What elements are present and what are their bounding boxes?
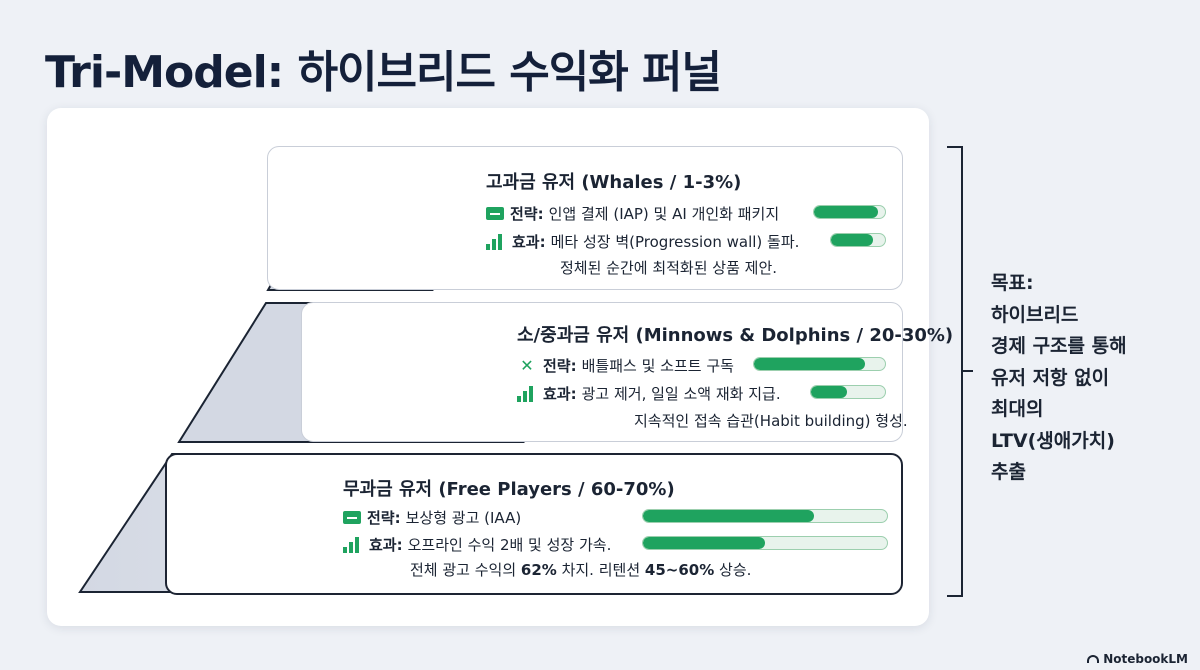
- strategy-label: 전략:: [543, 357, 577, 375]
- effect-detail-text: 차지. 리텐션: [556, 561, 645, 579]
- effect-meter: [830, 233, 886, 247]
- strategy-row: 전략: 보상형 광고 (IAA): [343, 507, 521, 528]
- effect-label: 효과:: [543, 385, 577, 403]
- strategy-text: 배틀패스 및 소프트 구독: [581, 357, 734, 375]
- effect-detail-text: 전체 광고 수익의: [410, 561, 521, 579]
- effect-detail-text: 상승.: [714, 561, 752, 579]
- effect-label: 효과:: [512, 233, 546, 251]
- effect-detail: 정체된 순간에 최적화된 상품 제안.: [560, 259, 778, 277]
- tier-title: 무과금 유저 (Free Players / 60-70%): [343, 479, 675, 500]
- effect-detail: 지속적인 접속 습관(Habit building) 형성.: [634, 412, 908, 430]
- effect-detail-highlight: 45~60%: [644, 561, 715, 579]
- goal-bracket-tick: [963, 370, 973, 372]
- goal-line: 목표:: [991, 272, 1034, 294]
- effect-row: 효과: 광고 제거, 일일 소액 재화 지급.: [517, 383, 781, 404]
- funnel-card: 고과금 유저 (Whales / 1-3%) 전략: 인앱 결제 (IAP) 및…: [47, 108, 953, 626]
- strategy-row: 전략: 인앱 결제 (IAP) 및 AI 개인화 패키지: [486, 203, 779, 224]
- goal-line: 하이브리드: [991, 303, 1079, 326]
- goal-line: 추출: [991, 461, 1026, 483]
- effect-text: 오프라인 수익 2배 및 성장 가속.: [407, 536, 612, 554]
- crossed-swords-icon: ✕: [520, 356, 534, 375]
- tier-title: 고과금 유저 (Whales / 1-3%): [486, 172, 742, 193]
- goal-line: 최대의: [991, 398, 1044, 420]
- effect-meter: [810, 385, 886, 399]
- strategy-label: 전략:: [367, 509, 401, 527]
- effect-row: 효과: 메타 성장 벽(Progression wall) 돌파.: [486, 231, 799, 252]
- goal-line: 유저 저항 없이: [991, 366, 1110, 389]
- strategy-text: 보상형 광고 (IAA): [405, 509, 522, 527]
- effect-detail-highlight: 62%: [520, 561, 557, 579]
- bar-chart-icon: [517, 385, 537, 402]
- strategy-row: ✕ 전략: 배틀패스 및 소프트 구독: [517, 355, 734, 376]
- goal-line: LTV(생애가치): [991, 429, 1115, 452]
- goal-bracket: [947, 146, 963, 597]
- tier-free-players: 무과금 유저 (Free Players / 60-70%) 전략: 보상형 광…: [165, 453, 903, 595]
- brand-label: NotebookLM: [1103, 652, 1188, 666]
- goal-line: 경제 구조를 통해: [991, 335, 1127, 357]
- strategy-meter: [753, 357, 886, 371]
- effect-row: 효과: 오프라인 수익 2배 및 성장 가속.: [343, 534, 611, 555]
- strategy-meter: [813, 205, 886, 219]
- goal-text: 목표: 하이브리드 경제 구조를 통해 유저 저항 없이 최대의 LTV(생애가…: [991, 268, 1181, 489]
- notebooklm-logo-icon: [1087, 655, 1100, 663]
- tier-title: 소/중과금 유저 (Minnows & Dolphins / 20-30%): [517, 325, 954, 346]
- tier-minnows-dolphins: 소/중과금 유저 (Minnows & Dolphins / 20-30%) ✕…: [301, 302, 953, 442]
- effect-text: 광고 제거, 일일 소액 재화 지급.: [581, 385, 781, 403]
- strategy-meter: [642, 509, 888, 523]
- tier-whales: 고과금 유저 (Whales / 1-3%) 전략: 인앱 결제 (IAP) 및…: [267, 146, 903, 290]
- page-title: Tri-Model: 하이브리드 수익화 퍼널: [45, 47, 722, 98]
- notebooklm-brand: NotebookLM: [1087, 652, 1188, 666]
- strategy-text: 인앱 결제 (IAP) 및 AI 개인화 패키지: [548, 205, 780, 223]
- strategy-label: 전략:: [510, 205, 544, 223]
- effect-text: 메타 성장 벽(Progression wall) 돌파.: [550, 233, 800, 251]
- effect-detail: 전체 광고 수익의 62% 차지. 리텐션 45~60% 상승.: [410, 559, 751, 580]
- wallet-icon: [486, 207, 504, 220]
- effect-meter: [642, 536, 888, 550]
- effect-label: 효과:: [369, 536, 403, 554]
- bar-chart-icon: [343, 536, 363, 553]
- wallet-icon: [343, 511, 361, 524]
- bar-chart-icon: [486, 233, 506, 250]
